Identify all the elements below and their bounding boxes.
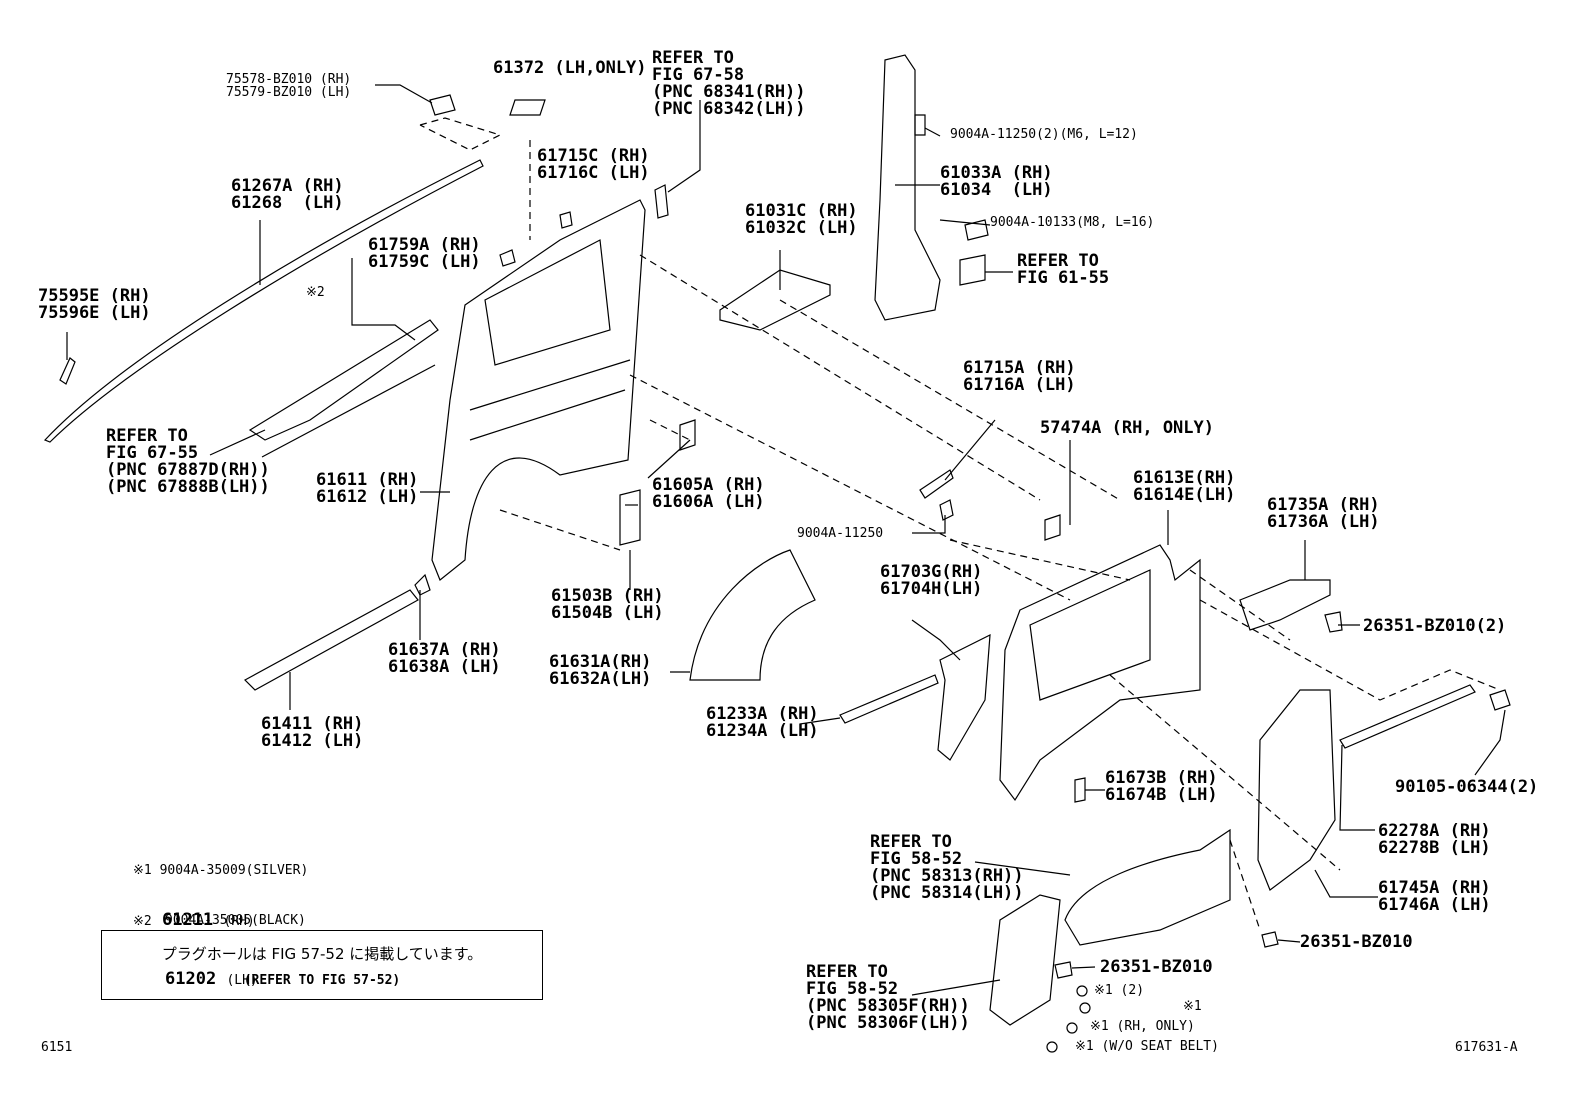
rail-reinforcement-part	[248, 319, 439, 441]
callout-61613e: 61613E(RH)61614E(LH)	[1133, 468, 1236, 505]
callout-61611: 61611 (RH)61612 (LH)	[316, 470, 419, 507]
assembly-guide-lines	[419, 117, 1501, 931]
quarter-panel-part	[431, 199, 646, 581]
callout-61233a: 61233A (RH)61234A (LH)	[706, 704, 819, 741]
callout-9004a-11250: 9004A-11250	[797, 526, 884, 541]
callout-61703g: 61703G(RH)61704H(LH)	[880, 562, 983, 599]
callout-note1-seatbelt: ※1 (W/O SEAT BELT)	[1075, 1039, 1219, 1054]
callout-61673b: 61673B (RH)61674B (LH)	[1105, 768, 1218, 805]
callout-61503b: 61503B (RH)61504B (LH)	[551, 586, 664, 623]
callout-61735a: 61735A (RH)61736A (LH)	[1267, 495, 1380, 532]
pillar-part	[937, 633, 991, 761]
note-japanese: プラグホールは FIG 57-52 に掲載しています。	[161, 945, 483, 963]
callout-61715a: 61715A (RH)61716A (LH)	[963, 358, 1076, 395]
rocker-panel-part	[244, 589, 419, 691]
callout-26351-bz010-b: 26351-BZ010	[1300, 932, 1413, 952]
callout-75578: 75578-BZ010 (RH)75579-BZ010 (LH)	[226, 72, 352, 100]
figure-code: 617631-A	[1455, 1040, 1518, 1055]
callout-note1: ※1	[1183, 999, 1202, 1014]
callout-61759a: 61759A (RH)61759C (LH)	[368, 235, 481, 272]
footnote-legend: ※1 9004A-35009(SILVER) 9004A-35005(BLACK…	[133, 862, 309, 929]
leader-lines	[66, 84, 1506, 996]
callout-61715c: 61715C (RH)61716C (LH)	[537, 146, 650, 183]
callout-75595e: 75595E (RH)75596E (LH)	[38, 286, 151, 323]
callout-61372: 61372 (LH,ONLY)	[493, 58, 647, 78]
callout-9004a-10133: 9004A-10133(M8, L=16)	[990, 215, 1155, 230]
callout-note1-rh: ※1 (RH, ONLY)	[1090, 1019, 1195, 1034]
callout-9004a-11250-2: 9004A-11250(2)(M6, L=12)	[950, 127, 1138, 142]
wheel-house-part	[689, 549, 816, 681]
callout-26351-bz010-2: 26351-BZ010(2)	[1363, 616, 1507, 636]
callout-61033a: 61033A (RH)61034 (LH)	[940, 163, 1053, 200]
callout-note1-2: ※1 (2)	[1094, 983, 1145, 998]
callout-61605a: 61605A (RH)61606A (LH)	[652, 475, 765, 512]
rear-pillar-part	[874, 54, 941, 321]
inner-rear-panel-part	[1257, 689, 1336, 891]
footnote-legend-2: ※2 61211 (RH) 61202 (LH)	[133, 910, 258, 989]
roof-molding-part	[43, 159, 484, 443]
callout-61745a: 61745A (RH)61746A (LH)	[1378, 878, 1491, 915]
callout-61411: 61411 (RH)61412 (LH)	[261, 714, 364, 751]
wheel-housing-part	[1064, 828, 1231, 946]
callout-61631a: 61631A(RH)61632A(LH)	[549, 652, 652, 689]
note-english: (REFER TO FIG 57-52)	[243, 973, 401, 988]
plug-hole-note: プラグホールは FIG 57-52 に掲載しています。 (REFER TO FI…	[101, 930, 543, 1000]
page-code: 6151	[41, 1040, 73, 1055]
callout-61031c: 61031C (RH)61032C (LH)	[745, 201, 858, 238]
inner-quarter-panel-part	[999, 544, 1201, 802]
callout-61267a: 61267A (RH)61268 (LH)	[231, 176, 344, 213]
callout-90105: 90105-06344(2)	[1395, 777, 1539, 797]
callout-57474a: 57474A (RH, ONLY)	[1040, 418, 1214, 438]
callout-61637a: 61637A (RH)61638A (LH)	[388, 640, 501, 677]
callout-note2: ※2	[306, 285, 325, 300]
callout-62278a: 62278A (RH)62278B (LH)	[1378, 821, 1491, 858]
callout-26351-bz010-c: 26351-BZ010	[1100, 957, 1213, 977]
